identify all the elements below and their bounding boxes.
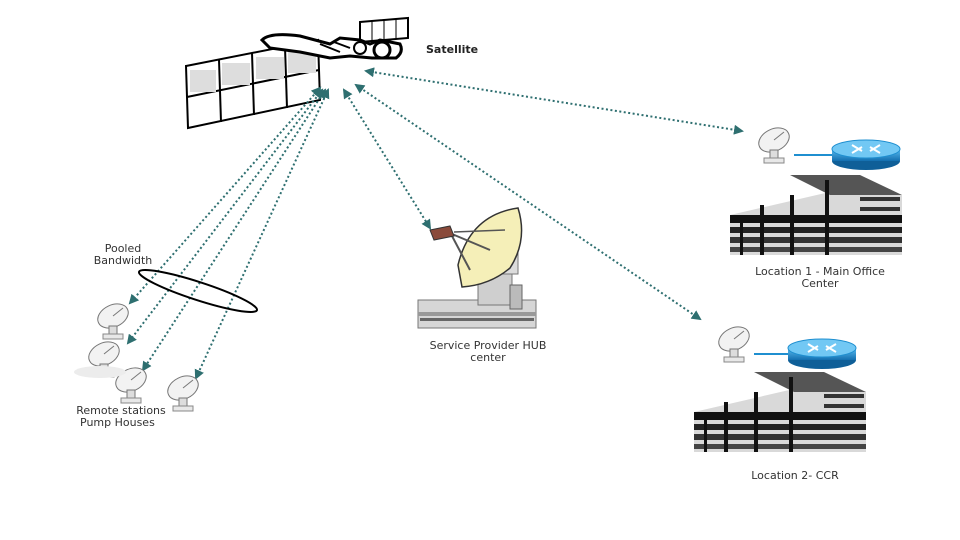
pooled-bandwidth-line-2: Bandwidth — [93, 254, 153, 267]
location-2-dish-icon — [714, 321, 754, 363]
remote-stations-line-1: Remote stations — [76, 404, 166, 417]
satellite-icon — [184, 16, 409, 130]
location-1-building-icon — [730, 175, 902, 255]
location-2-label: Location 2- CCR — [720, 470, 870, 482]
location-2-site — [694, 321, 866, 452]
link-ccr — [354, 83, 702, 321]
location-2-line-1: Location 2- CCR — [751, 469, 839, 482]
link-remote-2 — [126, 88, 324, 345]
pooled-bandwidth-line-1: Pooled — [104, 242, 142, 255]
location-1-site — [730, 122, 902, 255]
location-1-label: Location 1 - Main Office Center — [740, 266, 900, 290]
location-2-building-icon — [694, 372, 866, 452]
remote-dish-icon — [93, 298, 133, 340]
remote-stations — [74, 298, 203, 412]
remote-stations-label: Remote stations Pump Houses — [66, 405, 176, 429]
link-main-office — [364, 67, 744, 135]
remote-stations-line-2: Pump Houses — [80, 416, 155, 429]
satellite-links — [126, 67, 744, 380]
hub-antenna-icon — [417, 207, 537, 329]
link-remote-4 — [194, 88, 330, 380]
location-1-line-1: Location 1 - Main Office — [755, 265, 885, 278]
location-1-dish-icon — [754, 122, 794, 164]
link-remote-3 — [141, 88, 327, 372]
hub-label: Service Provider HUB center — [418, 340, 558, 364]
link-hub — [342, 88, 432, 230]
satellite-label: Satellite — [426, 43, 478, 56]
location-1-line-2: Center — [801, 277, 839, 290]
hub-line-2: center — [470, 351, 506, 364]
hub-line-1: Service Provider HUB — [429, 339, 547, 352]
location-1-router-icon — [831, 139, 901, 171]
location-2-router-icon — [787, 338, 857, 370]
pooled-bandwidth-ellipse — [137, 269, 259, 313]
pooled-bandwidth-label: Pooled Bandwidth — [78, 243, 168, 267]
